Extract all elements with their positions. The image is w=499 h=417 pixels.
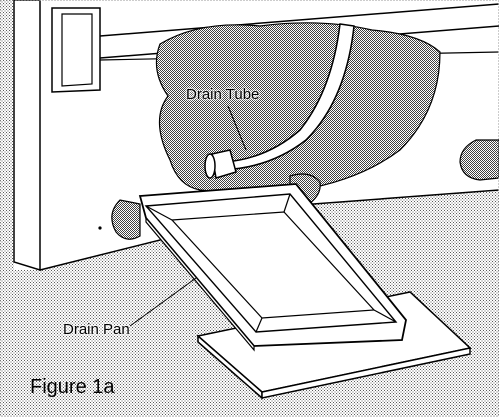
drain-tube-label: Drain Tube: [186, 86, 260, 103]
door-frame: [51, 7, 101, 93]
right-vent-opening: [459, 139, 499, 181]
appliance-side: [13, 0, 41, 272]
drain-pan-label: Drain Pan: [63, 321, 130, 338]
figure-caption: Figure 1a: [30, 376, 115, 398]
drain-tube-leader: [227, 105, 247, 151]
drain-pan-leader: [129, 277, 197, 327]
left-vent-opening: [111, 199, 141, 240]
